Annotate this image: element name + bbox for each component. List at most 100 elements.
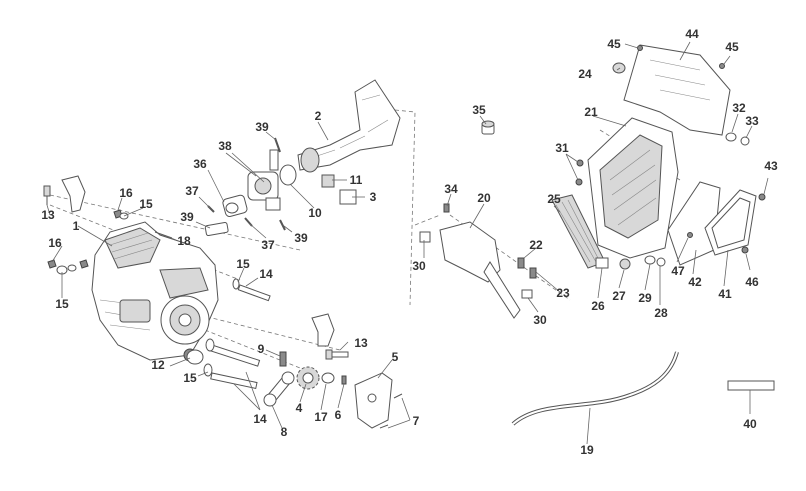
- callout-15-top: 15: [139, 197, 153, 211]
- callout-16-left: 16: [48, 236, 62, 250]
- callout-6: 6: [335, 408, 342, 422]
- fastener-23: [529, 267, 537, 279]
- callout-21: 21: [584, 105, 598, 119]
- engine-assembly: [91, 221, 219, 362]
- shift-lever-assembly: [263, 351, 295, 407]
- callout-47: 47: [671, 264, 685, 278]
- callout-14-lower: 14: [253, 412, 267, 426]
- callout-7: 7: [413, 414, 420, 428]
- clamp-11: [321, 174, 335, 188]
- callout-32: 32: [732, 101, 746, 115]
- rear-mount-bracket: [311, 313, 335, 347]
- screws-7: [379, 393, 403, 429]
- callout-10: 10: [308, 206, 322, 220]
- screws-31: [575, 159, 584, 186]
- grommet-33: [740, 136, 750, 146]
- bolt-39-bottom: [279, 219, 286, 231]
- callout-20: 20: [477, 191, 491, 205]
- callout-26: 26: [591, 299, 605, 313]
- bolt-6: [341, 375, 347, 385]
- grommet-24: [612, 62, 626, 74]
- callout-15-lower: 15: [183, 371, 197, 385]
- grommet-35: [481, 120, 495, 135]
- callout-19: 19: [580, 443, 594, 457]
- bolt-13-right: [325, 349, 349, 360]
- callout-8: 8: [281, 425, 288, 439]
- screw-47: [687, 232, 693, 238]
- callout-2: 2: [315, 109, 322, 123]
- callout-45-left: 45: [607, 37, 621, 51]
- callout-41: 41: [718, 287, 732, 301]
- hose-19: [511, 351, 679, 426]
- callout-23: 23: [556, 286, 570, 300]
- callout-36: 36: [193, 157, 207, 171]
- callout-28: 28: [654, 306, 668, 320]
- fastener-22: [517, 257, 525, 269]
- callout-35: 35: [472, 103, 486, 117]
- bolt-39-top: [274, 137, 281, 153]
- seal-29: [644, 255, 656, 265]
- nut-washer-set-left: [47, 209, 129, 275]
- callout-30-right: 30: [533, 313, 547, 327]
- callout-43: 43: [764, 159, 778, 173]
- callout-labels: 1 2 3 4 5 6 7 8 9 10 11 12 13 13 14 14 1…: [41, 27, 778, 457]
- callout-37-right: 37: [261, 238, 275, 252]
- callout-29: 29: [638, 291, 652, 305]
- gasket-36: [222, 194, 248, 217]
- callout-31: 31: [555, 141, 569, 155]
- callout-34: 34: [444, 182, 458, 196]
- callout-18: 18: [177, 234, 191, 248]
- callout-46: 46: [745, 275, 759, 289]
- clip-26: [595, 257, 609, 269]
- seal-ring-10: [279, 164, 297, 186]
- screw-45-left: [637, 45, 643, 51]
- long-bolt-14-upper: [232, 278, 271, 302]
- washer-17: [321, 372, 335, 384]
- callout-17: 17: [314, 410, 328, 424]
- callout-13-right: 13: [354, 336, 368, 350]
- sprocket-4: [296, 366, 320, 390]
- callout-13-left: 13: [41, 208, 55, 222]
- airbox-21: [587, 117, 679, 259]
- callout-45-right: 45: [725, 40, 739, 54]
- callout-40: 40: [743, 417, 757, 431]
- callout-25: 25: [547, 192, 561, 206]
- callout-5: 5: [392, 350, 399, 364]
- engine-mount-bracket: [61, 175, 86, 213]
- grommet-27: [619, 258, 631, 270]
- mount-bracket-20: [419, 203, 521, 319]
- callout-14-upper: 14: [259, 267, 273, 281]
- strip-40: [727, 380, 775, 391]
- callout-33: 33: [745, 114, 759, 128]
- callout-22: 22: [529, 238, 543, 252]
- callout-1: 1: [73, 219, 80, 233]
- screw-45-right: [719, 63, 725, 69]
- intake-duct-2: [297, 79, 401, 173]
- callout-16-top: 16: [119, 186, 133, 200]
- callout-39-left: 39: [180, 210, 194, 224]
- screw-43: [758, 193, 766, 201]
- washer-28: [656, 257, 666, 267]
- callout-4: 4: [296, 401, 303, 415]
- callout-15-mid: 15: [236, 257, 250, 271]
- callout-42: 42: [688, 275, 702, 289]
- clip-30-right: [521, 289, 533, 299]
- callout-11: 11: [350, 173, 363, 187]
- callout-39-right: 39: [294, 231, 308, 245]
- leader-lines: [46, 41, 769, 445]
- screw-46: [741, 246, 749, 254]
- long-bolts-14-lower: [186, 338, 261, 390]
- callout-15-left: 15: [55, 297, 69, 311]
- throttle-body-38: [247, 149, 281, 211]
- callout-44: 44: [685, 27, 699, 41]
- bolt-13-left: [43, 185, 51, 205]
- callout-9: 9: [258, 342, 265, 356]
- callout-12: 12: [151, 358, 165, 372]
- callout-37-left: 37: [185, 184, 199, 198]
- airbox-lid-44: [623, 44, 731, 136]
- callout-38: 38: [218, 139, 232, 153]
- callout-27: 27: [612, 289, 626, 303]
- insulator-39: [204, 221, 229, 237]
- callout-30-left: 30: [412, 259, 426, 273]
